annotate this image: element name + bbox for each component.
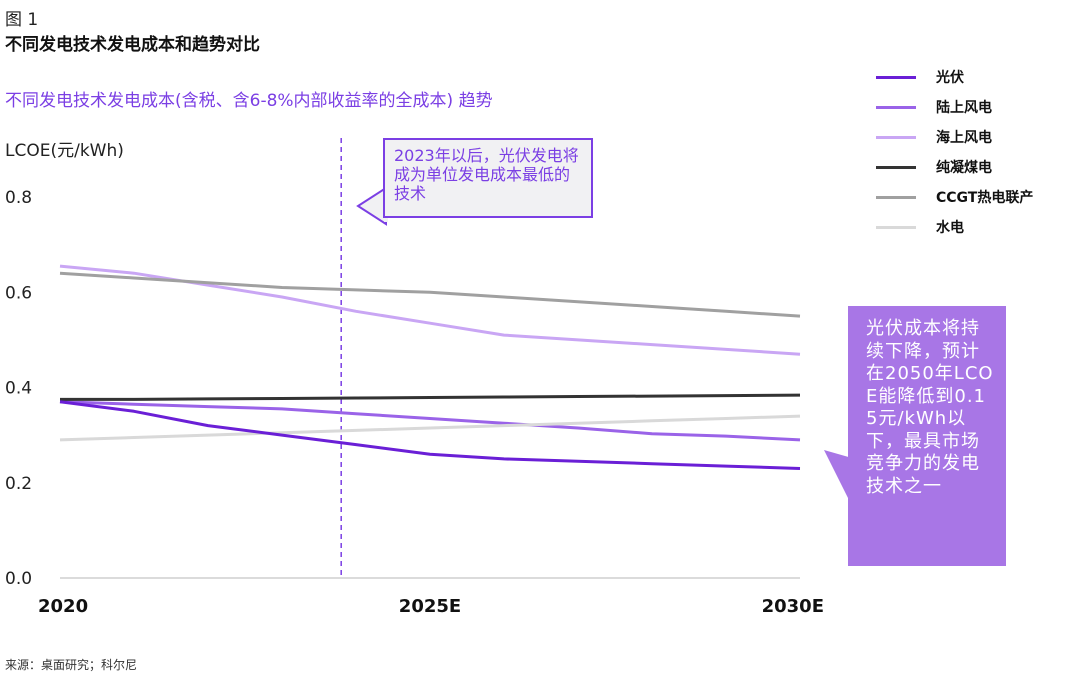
legend-label: 光伏 <box>936 70 964 86</box>
chart-subtitle: 不同发电技术发电成本(含税、含6-8%内部收益率的全成本) 趋势 <box>5 91 493 111</box>
legend-item-solar: 光伏 <box>876 62 1033 92</box>
y-tick-label: 0.2 <box>5 474 32 494</box>
y-tick-label: 0.0 <box>5 569 32 589</box>
callout-pointer <box>824 450 852 506</box>
y-tick-label: 0.4 <box>5 379 32 399</box>
legend-label: 纯凝煤电 <box>936 160 992 176</box>
series-line-3 <box>60 393 801 401</box>
legend-item-onshore-wind: 陆上风电 <box>876 92 1033 122</box>
figure-label: 图 1 <box>5 10 39 30</box>
legend-label: CCGT热电联产 <box>936 190 1034 206</box>
legend-item-hydro: 水电 <box>876 212 1033 242</box>
y-axis-title: LCOE(元/kWh) <box>5 141 124 161</box>
x-tick-label: 2020 <box>38 596 88 617</box>
legend-label: 海上风电 <box>936 130 992 146</box>
legend-swatch <box>876 75 916 79</box>
x-tick-label: 2030E <box>762 596 824 617</box>
y-tick-label: 0.8 <box>5 188 32 208</box>
chart-legend: 光伏 陆上风电 海上风电 纯凝煤电 CCGT热电联产 水电 <box>876 62 1033 242</box>
source-note: 来源：桌面研究；科尔尼 <box>5 658 138 672</box>
legend-swatch <box>876 135 916 139</box>
series-line-1 <box>59 400 801 442</box>
legend-swatch <box>876 105 916 109</box>
series-line-5 <box>59 414 801 442</box>
legend-swatch <box>876 225 916 229</box>
legend-swatch <box>876 165 916 169</box>
legend-item-offshore-wind: 海上风电 <box>876 122 1033 152</box>
legend-label: 水电 <box>936 220 964 236</box>
annotation-solar-outlook: 光伏成本将持续下降，预计在2050年LCOE能降低到0.15元/kWh以下，最具… <box>848 306 1006 566</box>
figure-title: 不同发电技术发电成本和趋势对比 <box>5 35 260 55</box>
annotation-solar-lowest: 2023年以后，光伏发电将成为单位发电成本最低的技术 <box>383 138 593 218</box>
legend-label: 陆上风电 <box>936 100 992 116</box>
series-line-4 <box>59 271 801 318</box>
series-line-0 <box>59 400 801 470</box>
legend-item-coal: 纯凝煤电 <box>876 152 1033 182</box>
legend-swatch <box>876 195 916 199</box>
legend-item-ccgt: CCGT热电联产 <box>876 182 1033 212</box>
x-tick-label: 2025E <box>399 596 461 617</box>
y-tick-label: 0.6 <box>5 283 32 303</box>
